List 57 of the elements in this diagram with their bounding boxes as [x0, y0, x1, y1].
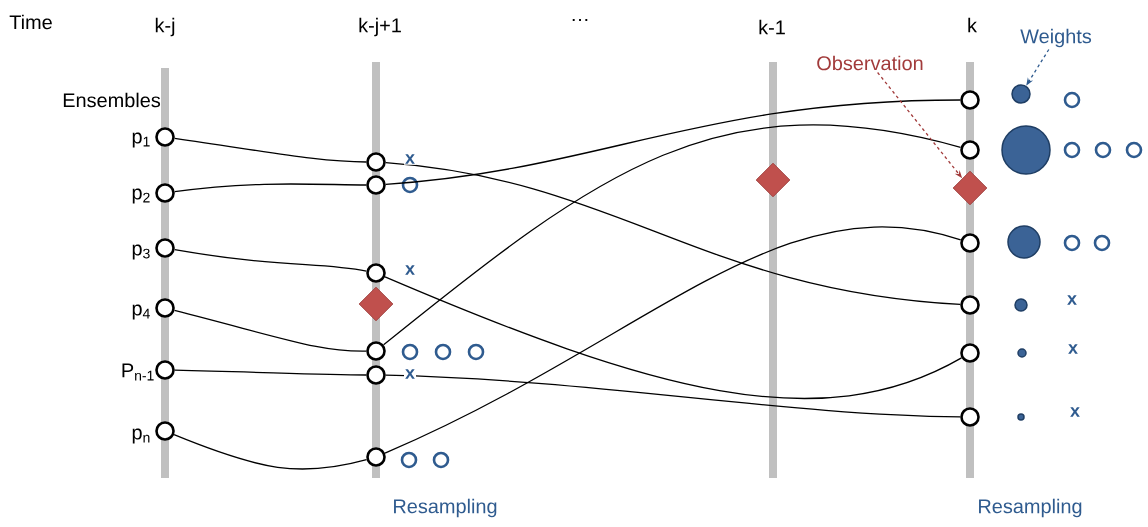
trajectory-curve [173, 434, 368, 470]
trajectory-curve [174, 249, 368, 272]
trajectory-curve [384, 276, 963, 400]
particle-circle [155, 360, 175, 380]
resampling-label: Resampling [979, 498, 1082, 518]
particle-circle [155, 298, 175, 318]
particle-circle [366, 447, 386, 467]
trajectory-curve [385, 162, 961, 306]
trajectory-curve [174, 137, 367, 163]
resampling-label: Resampling [394, 498, 497, 518]
weight-dot [1011, 84, 1031, 104]
particle-label: p$_{n}$ [132, 428, 150, 444]
trajectory-curve [385, 99, 961, 185]
time-step-label: k-j [155, 17, 175, 37]
particle-circle [366, 365, 386, 385]
particle-circle [366, 175, 386, 195]
particle-circle [960, 90, 980, 110]
particle-label: p$_{3}$ [132, 244, 150, 260]
time-step-label: k-j+1 [359, 17, 401, 37]
particle-label: p$_{2}$ [132, 188, 150, 204]
particle-circle [155, 127, 175, 147]
particle-label: P$_{n-1}$ [122, 363, 154, 381]
ensembles-label: Ensembles [63, 92, 161, 108]
particle-label: p$_{4}$ [132, 304, 150, 320]
weights-label: Weights [1020, 28, 1092, 48]
cross-mark: x [1067, 343, 1079, 355]
particle-circle [960, 407, 980, 427]
trajectory-curve [174, 183, 367, 193]
cross-mark: x [404, 264, 416, 276]
observation-label: Observation [817, 55, 923, 71]
time-label: Time [9, 14, 52, 30]
particle-circle [366, 263, 386, 283]
cross-mark: x [1066, 294, 1078, 306]
cross-mark: x [1069, 406, 1081, 418]
observation-diamond [952, 170, 988, 206]
particle-circle [960, 233, 980, 253]
trajectory-curve [173, 309, 367, 352]
particle-label: p$_{1}$ [132, 132, 150, 148]
particle-circle [366, 152, 386, 172]
trajectory-curve [384, 226, 962, 454]
particle-circle [960, 343, 980, 363]
time-step-label: k-1 [759, 19, 785, 35]
trajectory-curve [385, 374, 961, 418]
observation-diamond [358, 286, 394, 322]
cross-mark: x [404, 153, 416, 165]
particle-circle [960, 140, 980, 160]
observation-diamond [755, 162, 791, 198]
trajectory-curve [383, 124, 962, 346]
particle-circle [960, 295, 980, 315]
particle-circle [155, 238, 175, 258]
particle-circle [155, 183, 175, 203]
particle-circle [155, 421, 175, 441]
particle-circle [366, 341, 386, 361]
cross-mark: x [404, 368, 416, 380]
ellipsis: … [572, 18, 588, 22]
time-step-label: k [968, 17, 977, 33]
trajectory-curve [174, 369, 367, 376]
